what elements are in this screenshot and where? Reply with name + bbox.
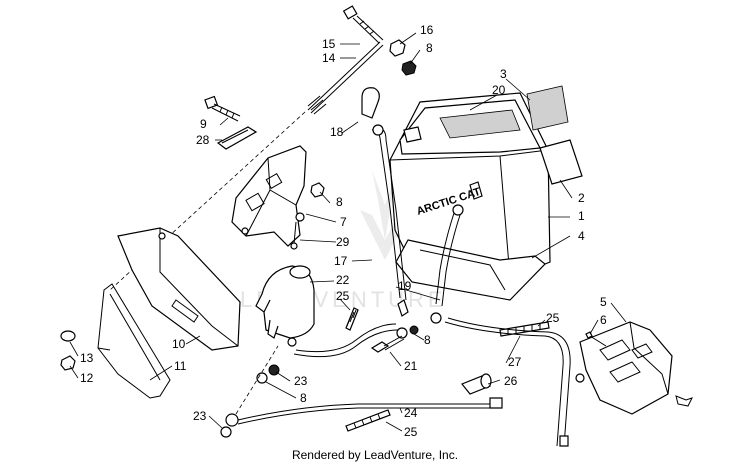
washer-13 xyxy=(60,330,76,342)
cover-10 xyxy=(117,227,241,351)
spring-25-bottom xyxy=(345,409,391,432)
bracket-5 xyxy=(575,321,693,415)
bolt-21 xyxy=(370,335,405,353)
callout-8: 8 xyxy=(300,391,307,405)
callout-7: 7 xyxy=(340,215,347,229)
screw-29 xyxy=(290,221,298,250)
nut-16 xyxy=(389,39,417,76)
callout-26: 26 xyxy=(504,374,518,388)
callout-25: 25 xyxy=(404,425,418,439)
callout-13: 13 xyxy=(80,351,94,365)
screw-6 xyxy=(585,331,607,347)
callout-27: 27 xyxy=(508,355,522,369)
callout-23: 23 xyxy=(193,409,207,423)
footer-credit: Rendered by LeadVenture, Inc. xyxy=(291,448,459,462)
callout-17: 17 xyxy=(334,254,348,268)
callout-2: 2 xyxy=(578,191,585,205)
callout-5: 5 xyxy=(600,295,607,309)
spring-25-mid xyxy=(345,307,359,331)
spring-25-right xyxy=(499,321,550,337)
pad-4 xyxy=(395,239,546,301)
bolt-15 xyxy=(342,5,384,44)
callout-8: 8 xyxy=(424,333,431,347)
callout-1: 1 xyxy=(578,209,585,223)
callout-4: 4 xyxy=(578,229,585,243)
nut-12 xyxy=(60,355,76,371)
callout-9: 9 xyxy=(200,117,207,131)
callouts: 15 14 16 8 3 20 9 28 18 8 7 29 2 1 4 17 … xyxy=(80,23,607,439)
cable-19 xyxy=(430,204,464,324)
battery-1: ARCTIC CAT xyxy=(389,92,551,283)
callout-24: 24 xyxy=(404,406,418,420)
callout-15: 15 xyxy=(322,37,336,51)
callout-28: 28 xyxy=(196,133,210,147)
cable-24 xyxy=(225,345,503,427)
callout-10: 10 xyxy=(172,337,186,351)
callout-25: 25 xyxy=(546,311,560,325)
pad-2 xyxy=(539,139,583,185)
callout-21: 21 xyxy=(404,359,418,373)
bracket-7 xyxy=(231,145,325,247)
callout-8: 8 xyxy=(336,195,343,209)
bolt-9 xyxy=(204,95,241,122)
callout-29: 29 xyxy=(336,235,350,249)
callout-22: 22 xyxy=(336,273,350,287)
washer-23-mid xyxy=(256,364,280,384)
leader-lines xyxy=(69,32,627,432)
pad-3 xyxy=(526,85,569,131)
callout-16: 16 xyxy=(420,23,434,37)
solenoid-22 xyxy=(255,265,399,358)
washer-23-bottom xyxy=(220,426,232,438)
callout-18: 18 xyxy=(330,125,344,139)
callout-3: 3 xyxy=(500,67,507,81)
callout-20: 20 xyxy=(492,83,506,97)
terminal-boot-18 xyxy=(361,87,380,119)
callout-14: 14 xyxy=(322,51,336,65)
callout-12: 12 xyxy=(80,371,94,385)
strap-11 xyxy=(97,283,171,399)
callout-25: 25 xyxy=(336,289,350,303)
callout-8: 8 xyxy=(426,41,433,55)
strip-28 xyxy=(216,126,258,150)
cable-17 xyxy=(371,124,409,317)
callout-19: 19 xyxy=(398,279,412,293)
nut-8-mid xyxy=(396,325,419,339)
callout-23: 23 xyxy=(294,374,308,388)
cable-27 xyxy=(444,317,571,447)
boot-26 xyxy=(461,373,492,395)
callout-6: 6 xyxy=(600,313,607,327)
callout-11: 11 xyxy=(174,359,187,373)
